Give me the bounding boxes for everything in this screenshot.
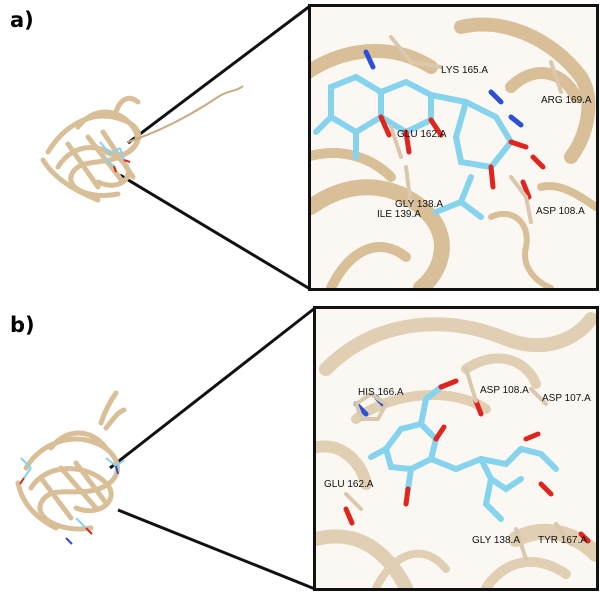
residue-label-a-2: ARG 169.A xyxy=(541,95,592,106)
binding-site-zoom-b: HIS 166.A ASP 108.A ASP 107.A GLU 162.A … xyxy=(313,306,599,591)
residue-label-b-4: GLU 162.A xyxy=(324,479,374,490)
connector-b-bottom xyxy=(117,508,316,591)
residue-label-a-3: GLU 162.A xyxy=(397,129,447,140)
residue-label-b-6: TYR 167.A xyxy=(538,535,587,546)
panel-a-label: a) xyxy=(10,8,34,32)
residue-label-a-6: ASP 108.A xyxy=(536,206,585,217)
residue-label-b-1: HIS 166.A xyxy=(358,387,404,398)
residue-label-a-5: ILE 139.A xyxy=(377,209,421,220)
residue-label-a-1: LYS 165.A xyxy=(441,65,488,76)
protein-overview-b xyxy=(6,388,156,560)
connector-a-bottom xyxy=(119,173,311,291)
residue-label-b-2: ASP 108.A xyxy=(480,385,529,396)
connector-b-top xyxy=(109,306,316,470)
binding-site-zoom-a: LYS 165.A ARG 169.A GLU 162.A GLY 138.A … xyxy=(308,4,599,291)
connector-a-top xyxy=(127,4,311,145)
residue-label-b-3: ASP 107.A xyxy=(542,393,591,404)
panel-b-label: b) xyxy=(10,313,35,337)
residue-label-a-4: GLY 138.A xyxy=(395,199,443,210)
residue-label-b-5: GLY 138.A xyxy=(472,535,520,546)
protein-overview-a xyxy=(28,82,250,214)
